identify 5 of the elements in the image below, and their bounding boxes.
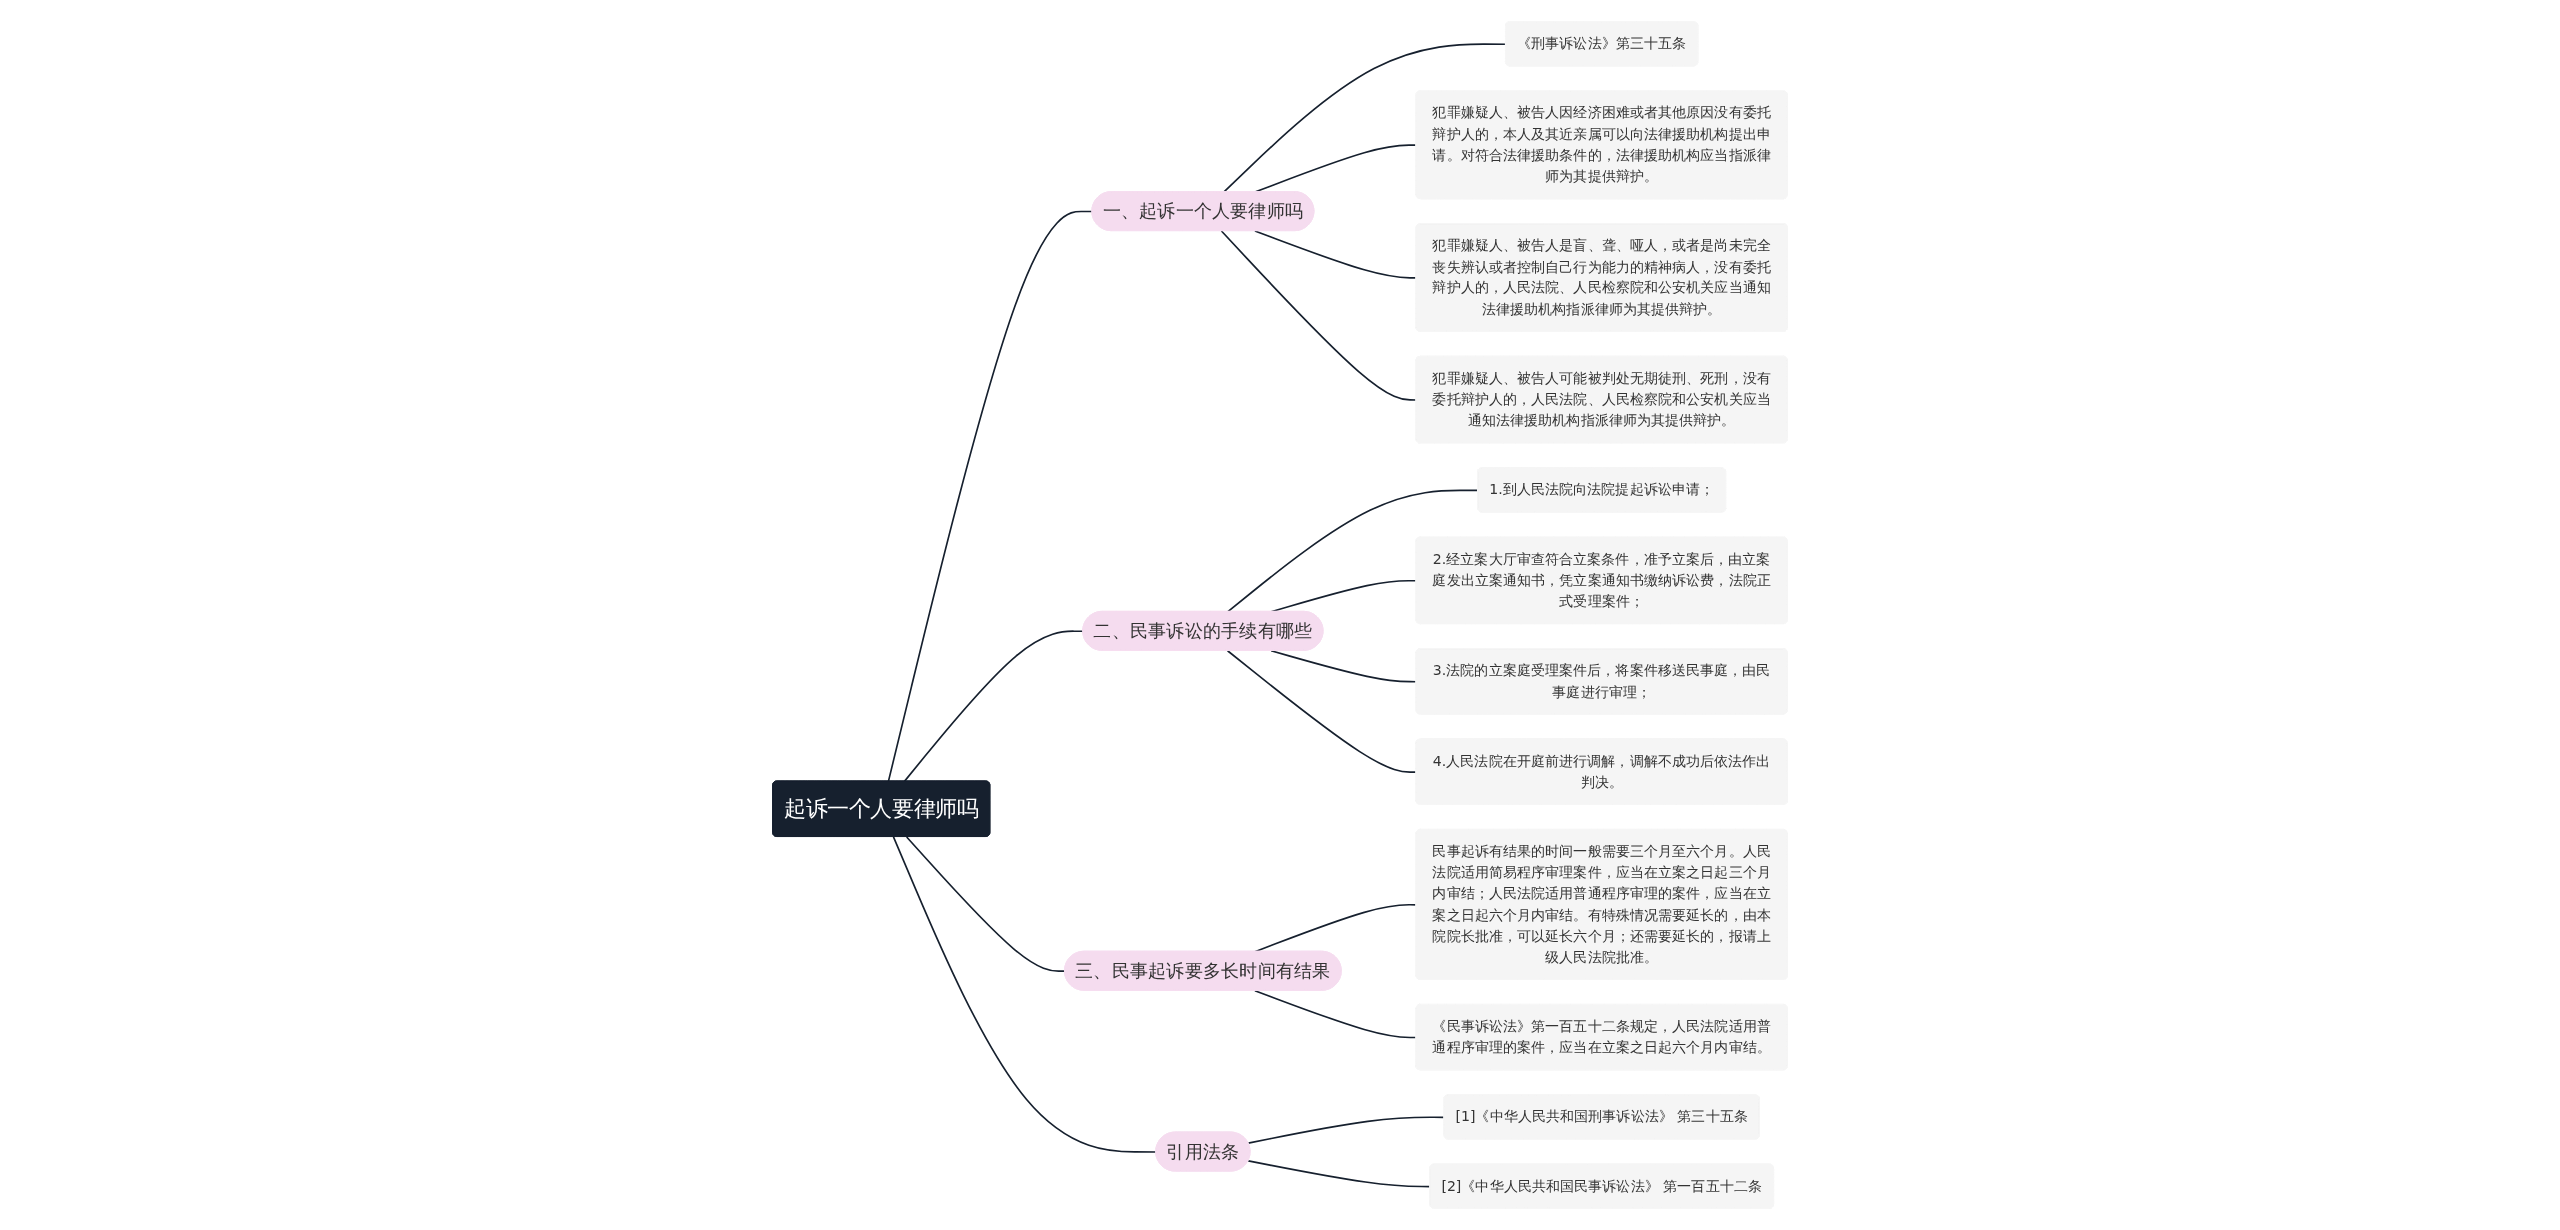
connector [905, 836, 1066, 973]
connector [1222, 43, 1507, 193]
connector [892, 836, 1157, 1153]
connector [1226, 489, 1479, 613]
mind-map-diagram: 起诉一个人要律师吗 一、起诉一个人要律师吗 《刑事诉讼法》第三十五条 犯罪嫌疑人、被告人因经济困难或者其他原因没有委托辩护人的，本人及其近亲属可以向法律援助机构提出申请。对符合法律援助条件的，法律援助机构应当指派律师为其提供辩护。 犯罪嫌疑人、被告人是盲、聋、哑人，或者是尚未完全丧失辨认或者控制自己行为能力的精神病人，没有委托辩护人的，人民法院、人民检察院和公安机关应当通知法律援助机构指派律师为其提供辩护。 犯罪嫌疑人、被告人可能被判处无期徒刑、死刑，没有委托辩护人的，人民法院、人民检察院和公安机关应当通知法律援助机构指派律师为其提供辩护。 二、民事诉讼的手续有哪些 1.到人民法院向法院提起诉讼申请； 2.经立案大厅审查符合立案条件，准予立案后，由立案庭发出立案通知书，凭立案通知书缴纳诉讼费，法院正式受理案件； 3.法院的立案庭受理案件后，将案件移送民事庭，由民事庭进行审理； 4.人民法院在开庭前进行调解，调解不成功后依法作出判决。 三、民事起诉要多长时间有结果 民事起诉有结果的时间一般需要三个月至六个月。人民法院适用简易程序审理案件，应当在立案之日起三个月内审结；人民法院适用普通程序审理的案件，应当在立案之日起六个月内审结。有特殊情况需要延长的，由本院院长批准，可以延长六个月；还需要延长的，报请上级人民法院批准。 《民事诉讼法》第一百五十二条规定，人民法院适用普通程序审理的案件，应当在立案之日起六个月内审结。 引用法条 [1]《中华人民共和国刑事诉讼法》 第三十五条 [2]《中华人民共和国民事诉讼法》 第一百五十二条 [20, 15, 2540, 1215]
